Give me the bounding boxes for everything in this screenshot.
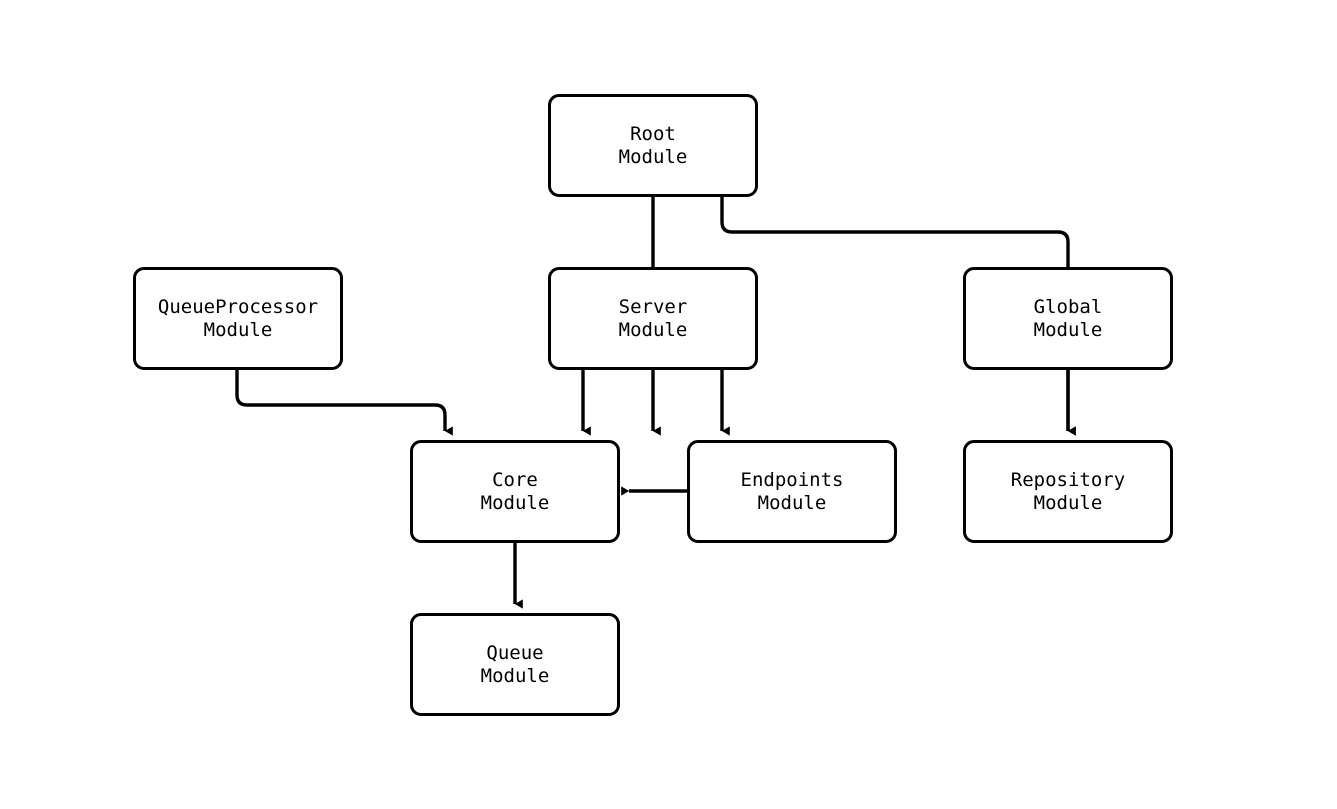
node-root-module-label-line2: Module (618, 145, 688, 168)
node-global-module-label-line2: Module (1033, 318, 1103, 341)
node-repository-module-label-line2: Module (1033, 491, 1103, 514)
node-queueprocessor-module[interactable]: QueueProcessor Module (133, 267, 343, 370)
node-root-module-label-line1: Root (630, 122, 676, 145)
node-repository-module[interactable]: Repository Module (963, 440, 1173, 543)
edge-queueprocessor-to-core (235, 370, 453, 436)
node-endpoints-module-label-line1: Endpoints (740, 468, 844, 491)
node-global-module[interactable]: Global Module (963, 267, 1173, 370)
node-queue-module-label-line2: Module (480, 664, 550, 687)
node-global-module-label-line1: Global (1033, 295, 1103, 318)
node-repository-module-label-line1: Repository (1010, 468, 1126, 491)
node-endpoints-module-label-line2: Module (757, 491, 827, 514)
node-endpoints-module[interactable]: Endpoints Module (687, 440, 897, 543)
node-core-module[interactable]: Core Module (410, 440, 620, 543)
node-queueprocessor-module-label-line2: Module (203, 318, 273, 341)
node-server-module-label-line2: Module (618, 318, 688, 341)
node-queue-module[interactable]: Queue Module (410, 613, 620, 716)
node-root-module[interactable]: Root Module (548, 94, 758, 197)
node-queueprocessor-module-label-line1: QueueProcessor (157, 295, 319, 318)
node-queue-module-label-line1: Queue (486, 641, 544, 664)
node-server-module[interactable]: Server Module (548, 267, 758, 370)
node-server-module-label-line1: Server (618, 295, 688, 318)
node-core-module-label-line2: Module (480, 491, 550, 514)
edge-root-to-global (720, 197, 1076, 436)
node-core-module-label-line1: Core (492, 468, 538, 491)
